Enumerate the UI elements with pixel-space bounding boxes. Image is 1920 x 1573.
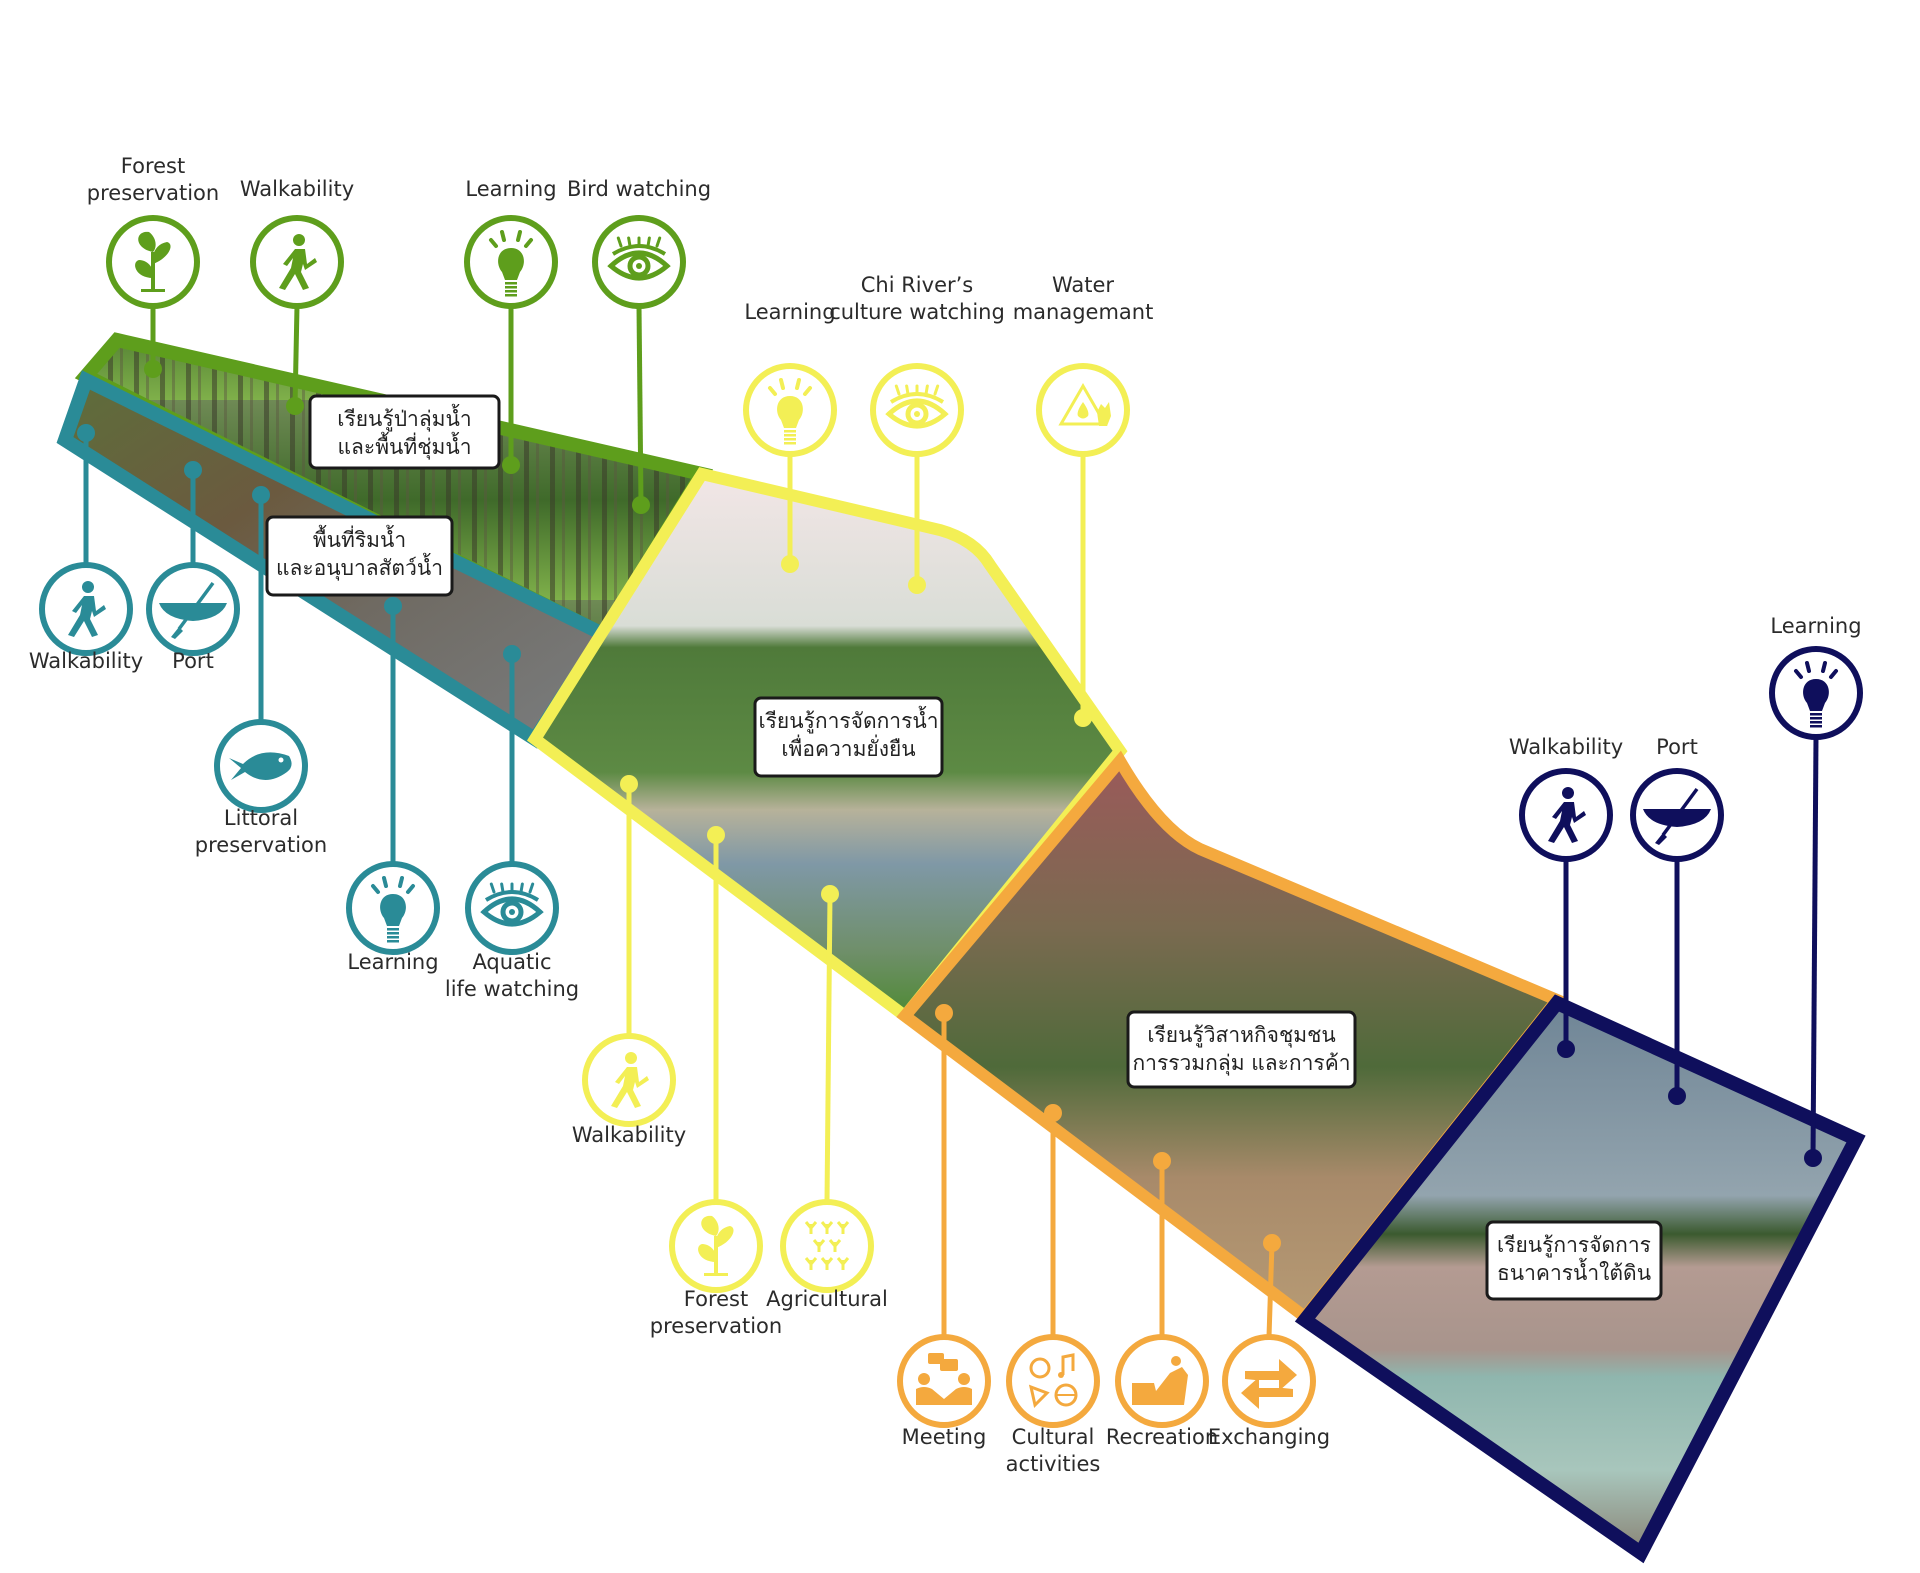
- connector-line: [292, 305, 300, 407]
- activity-label: Exchanging: [1208, 1425, 1330, 1449]
- eye-icon: [592, 215, 686, 309]
- zone-title-text: พื้นที่ริมน้ำ: [313, 525, 406, 552]
- activity-label: Walkability: [29, 649, 143, 673]
- zone-title-text: และพื้นที่ชุ่มน้ำ: [338, 432, 472, 460]
- connector-dot: [144, 360, 162, 378]
- connector-dot: [77, 424, 95, 442]
- connector-dot: [821, 885, 839, 903]
- activity-label: Walkability: [1509, 735, 1623, 759]
- connector-dot: [1074, 709, 1092, 727]
- walking-person-icon: [250, 215, 344, 309]
- eye-icon: [870, 363, 964, 457]
- activity-label: Bird watching: [567, 177, 711, 201]
- activity-label: Learning: [347, 950, 438, 974]
- connector-dot: [503, 645, 521, 663]
- activity-label: Walkability: [240, 177, 354, 201]
- activity-label: Agricultural: [766, 1287, 888, 1311]
- lightbulb-icon: [1769, 646, 1863, 740]
- lightbulb-icon: [464, 215, 558, 309]
- activity-label: Walkability: [572, 1123, 686, 1147]
- connector-dot: [502, 456, 520, 474]
- crop-field-icon: [780, 1199, 874, 1293]
- activity-label: Recreation: [1106, 1425, 1218, 1449]
- fish-icon: [214, 719, 308, 813]
- connector-dot: [1804, 1149, 1822, 1167]
- zone-title-text: เรียนรู้การจัดการ: [1497, 1233, 1651, 1258]
- connector-dot: [620, 775, 638, 793]
- boat-paddle-icon: [146, 562, 240, 656]
- activity-icons: [39, 215, 1863, 1428]
- connector-dot: [781, 555, 799, 573]
- zone-title-box: เรียนรู้การจัดการน้ำเพื่อความยั่งยืน: [753, 696, 944, 778]
- zone-title-text: การรวมกลุ่ม และการค้า: [1132, 1051, 1350, 1076]
- meeting-icon: [897, 1334, 991, 1428]
- connector-dot: [1153, 1152, 1171, 1170]
- walking-person-icon: [1519, 768, 1613, 862]
- connector-dot: [935, 1004, 953, 1022]
- zone-title-boxes: เรียนรู้ป่าลุ่มน้ำและพื้นที่ชุ่มน้ำพื้นท…: [265, 394, 1663, 1301]
- zone-title-text: และอนุบาลสัตว์น้ำ: [276, 553, 443, 581]
- connector-dot: [1557, 1040, 1575, 1058]
- activity-label: Meeting: [902, 1425, 987, 1449]
- lightbulb-icon: [346, 861, 440, 955]
- activity-label: Learning: [744, 300, 835, 324]
- zone-title-text: เรียนรู้การจัดการน้ำ: [758, 706, 938, 734]
- connector-dot: [908, 576, 926, 594]
- activity-label: Port: [1656, 735, 1698, 759]
- connector-dot: [384, 597, 402, 615]
- plant-icon: [669, 1199, 763, 1293]
- connector-line: [1266, 1242, 1275, 1338]
- zone-title-text: เพื่อความยั่งยืน: [781, 734, 915, 761]
- connector-dot: [632, 496, 650, 514]
- connector-dot: [286, 397, 304, 415]
- zone-title-text: เรียนรู้วิสาหกิจชุมชน: [1147, 1023, 1335, 1048]
- activity-label: Port: [172, 649, 214, 673]
- water-cycle-icon: [1036, 363, 1130, 457]
- walking-person-icon: [582, 1033, 676, 1127]
- connector-line: [824, 893, 833, 1203]
- zone-title-text: ธนาคารน้ำใต้ดิน: [1497, 1258, 1651, 1285]
- connector-dot: [1668, 1087, 1686, 1105]
- zone-title-text: เรียนรู้ป่าลุ่มน้ำ: [337, 404, 471, 432]
- connector-dot: [1263, 1234, 1281, 1252]
- connector-dot: [252, 486, 270, 504]
- exchange-arrows-icon: [1222, 1334, 1316, 1428]
- lightbulb-icon: [743, 363, 837, 457]
- connector-dot: [184, 461, 202, 479]
- boat-paddle-icon: [1630, 768, 1724, 862]
- activity-label: Learning: [1770, 614, 1861, 638]
- cultural-activities-icon: [1006, 1334, 1100, 1428]
- activity-connectors: [77, 305, 1822, 1338]
- plant-icon: [106, 215, 200, 309]
- recliner-icon: [1115, 1334, 1209, 1428]
- connector-line: [636, 305, 644, 506]
- connector-line: [1810, 736, 1819, 1159]
- activity-label: Learning: [465, 177, 556, 201]
- eye-icon: [465, 861, 559, 955]
- connector-dot: [1044, 1104, 1062, 1122]
- connector-dot: [707, 826, 725, 844]
- walking-person-icon: [39, 562, 133, 656]
